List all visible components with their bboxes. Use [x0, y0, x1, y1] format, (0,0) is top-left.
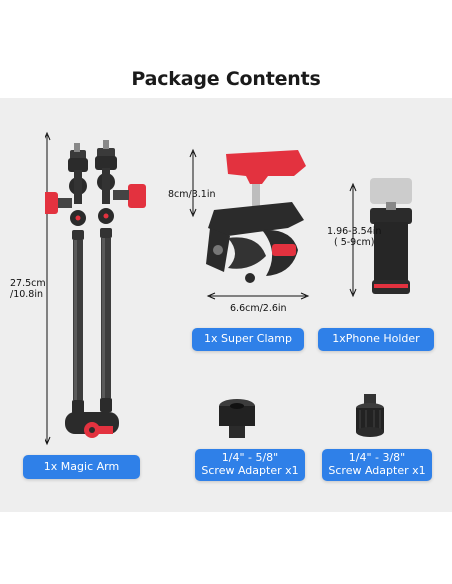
dimension-arrow-icon: [189, 148, 310, 300]
dimension-arrow-icon: [45, 131, 51, 446]
clamp-height-label: 8cm/3.1in: [168, 189, 216, 200]
super-clamp-label: 1x Super Clamp: [192, 328, 304, 351]
adapter-38-label: 1/4" - 3/8" Screw Adapter x1: [322, 449, 432, 481]
screw-adapter-image: [219, 399, 255, 438]
screw-adapter-image: [356, 394, 384, 437]
super-clamp-image: [189, 148, 310, 300]
magic-arm-label: 1x Magic Arm: [23, 455, 140, 479]
phone-holder-image: [349, 178, 412, 298]
phone-holder-label: 1xPhone Holder: [318, 328, 434, 351]
adapter-58-label: 1/4" - 5/8" Screw Adapter x1: [195, 449, 305, 481]
magic-arm-image: [45, 131, 146, 446]
dimension-arrow-icon: [349, 182, 357, 298]
page-title: Package Contents: [131, 68, 321, 90]
clamp-width-label: 6.6cm/2.6in: [230, 303, 287, 314]
arm-length-label: 27.5cm /10.8in: [10, 278, 46, 301]
holder-range-label: 1.96-3.54in ( 5-9cm): [327, 226, 382, 249]
